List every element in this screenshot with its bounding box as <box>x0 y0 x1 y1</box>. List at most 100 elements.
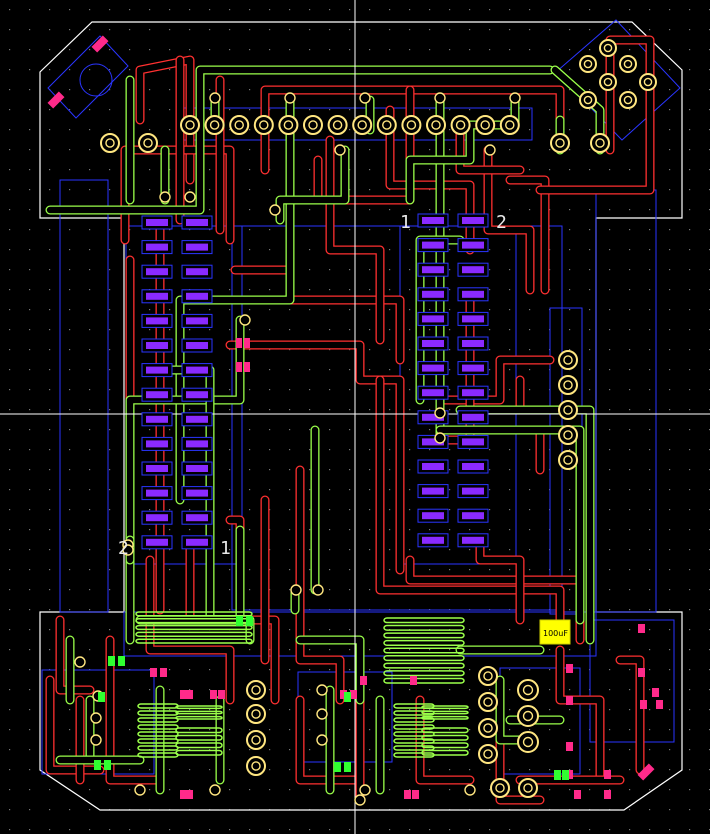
smd-pad <box>186 790 193 799</box>
smd-green-pad <box>118 656 125 666</box>
via <box>464 784 476 796</box>
smd-pad <box>244 362 250 372</box>
via <box>334 144 346 156</box>
trace-core <box>314 86 414 204</box>
side-connector-pin <box>558 425 578 445</box>
pad-drill <box>563 380 573 390</box>
smd-pad <box>218 690 225 699</box>
ic-pad <box>422 413 444 421</box>
ic-pad <box>462 463 484 470</box>
stripe <box>383 655 465 662</box>
smd-pad <box>638 624 645 633</box>
chip-block-1 <box>137 703 179 758</box>
through-hole-pad <box>599 39 617 57</box>
ic-pad <box>422 340 444 347</box>
stripe <box>421 705 469 710</box>
ic-pad <box>186 342 208 349</box>
pad-drill <box>522 710 534 722</box>
via <box>316 684 328 696</box>
ic-pad <box>462 364 484 372</box>
pad-drill <box>563 455 573 465</box>
header-pin <box>204 115 225 135</box>
pad-drill <box>563 355 573 365</box>
ic-pad <box>462 340 484 347</box>
via <box>209 92 221 104</box>
ic-pad <box>462 389 484 397</box>
header-pin <box>229 115 250 135</box>
via <box>359 784 371 796</box>
ic-pad <box>462 315 484 323</box>
ic-pad <box>146 415 168 423</box>
smd-pad <box>604 770 611 779</box>
pad-drill <box>259 120 269 130</box>
side-connector-pin <box>558 350 578 370</box>
smd-green-pad <box>344 692 351 702</box>
header-pin <box>401 115 422 135</box>
through-hole-pad <box>517 705 539 727</box>
through-hole-pad <box>517 679 539 701</box>
trace-core <box>506 176 549 294</box>
ic-pad <box>422 364 444 372</box>
ic-pad <box>422 389 444 397</box>
inductor-block-left <box>135 611 253 644</box>
trace-core <box>106 636 164 784</box>
ic-pad <box>422 438 444 446</box>
smd-pad <box>566 664 573 673</box>
pad-drill <box>555 138 565 148</box>
header-pin <box>499 115 520 135</box>
trace-core <box>616 656 644 774</box>
through-hole-pad <box>246 756 266 776</box>
stripe <box>421 749 469 756</box>
stripe <box>421 715 469 720</box>
via <box>74 656 86 668</box>
capacitor-value-label: 100uF <box>543 629 568 638</box>
chip-block-6 <box>421 727 469 756</box>
through-hole-pad <box>246 730 266 750</box>
pad-drill <box>185 120 195 130</box>
board-outline <box>39 21 683 811</box>
through-hole-pad <box>579 91 597 109</box>
pad-drill <box>251 761 261 771</box>
through-hole-pad <box>478 718 498 738</box>
via <box>90 712 102 724</box>
pad-drill <box>143 138 153 148</box>
ic-pad <box>462 536 484 544</box>
pad-drill <box>603 43 613 53</box>
trace-core <box>476 536 524 624</box>
stripe <box>383 670 465 677</box>
stripe <box>175 749 223 756</box>
ic-pad <box>462 217 484 224</box>
ic-pad <box>462 266 484 274</box>
stripe <box>383 647 465 654</box>
pad-drill <box>251 685 261 695</box>
via <box>159 191 171 203</box>
ic-pad <box>186 317 208 325</box>
stripe <box>393 738 435 744</box>
pad-drill <box>283 120 294 130</box>
pad-drill <box>505 120 515 130</box>
smd-green-pad <box>104 760 111 770</box>
header-pin <box>352 115 373 135</box>
via <box>316 708 328 720</box>
pad-drill <box>595 138 605 148</box>
trace-core <box>456 126 524 174</box>
smd-pad <box>186 690 193 699</box>
pad-drill <box>382 120 392 130</box>
ic-pad <box>146 292 168 300</box>
smd-pad <box>210 690 217 699</box>
via <box>269 204 281 216</box>
stripe <box>137 738 179 744</box>
ic-pad <box>186 514 208 522</box>
ic-pad <box>146 514 168 522</box>
ic-pad <box>462 290 484 298</box>
smd-green-pad <box>554 770 561 780</box>
via <box>90 734 102 746</box>
ic-pad <box>146 489 168 497</box>
smd-green-pad <box>236 616 243 626</box>
ic-pad <box>422 512 444 520</box>
ic-pad <box>422 217 444 224</box>
pad-drill <box>332 120 343 130</box>
pad-drill <box>563 405 573 415</box>
pad-drill <box>234 120 244 130</box>
